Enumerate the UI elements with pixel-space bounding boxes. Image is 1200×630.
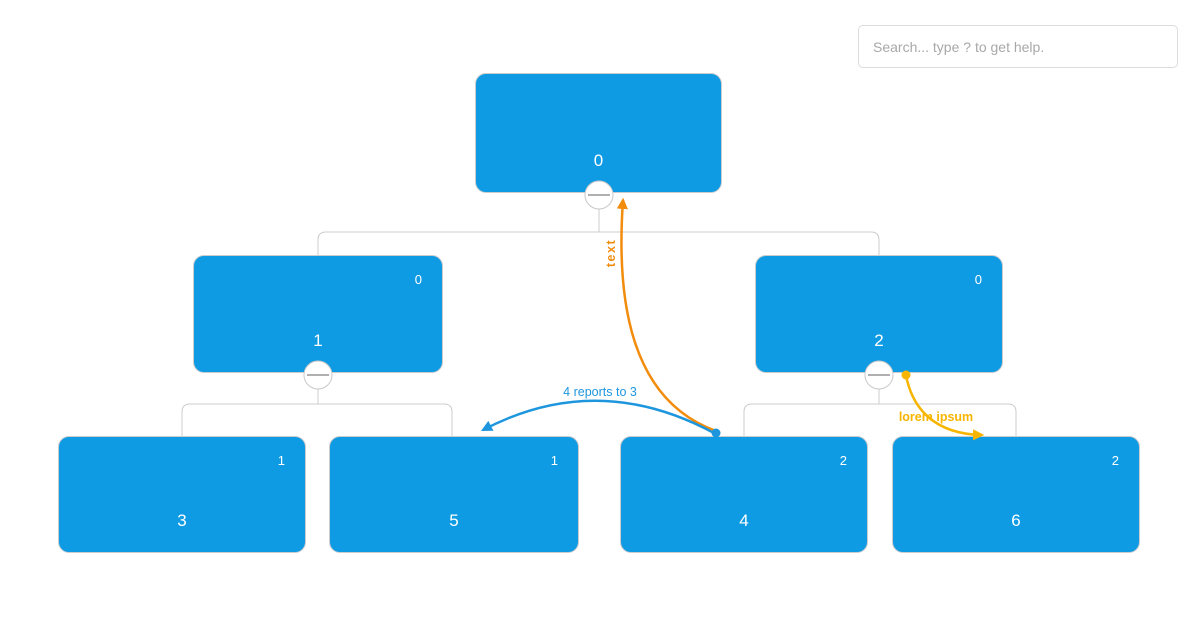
org-node-6[interactable]: 2 6	[892, 436, 1140, 553]
node-label: 5	[449, 511, 459, 530]
connection-arrow	[904, 374, 985, 441]
connection-label: 4 reports to 3	[563, 385, 637, 399]
connection-4-to-0[interactable]: text	[604, 197, 717, 433]
search-input[interactable]	[858, 25, 1178, 68]
connection-label: lorem ipsum	[899, 410, 973, 424]
node-badge: 2	[839, 453, 847, 468]
node-label: 3	[177, 511, 187, 530]
connection-4-to-3[interactable]: 4 reports to 3	[481, 385, 721, 438]
org-node-4[interactable]: 2 4	[620, 436, 868, 553]
org-node-1[interactable]: 0 1	[193, 255, 443, 373]
node-badge: 2	[1111, 453, 1119, 468]
connection-2-to-6[interactable]: lorem ipsum	[899, 370, 985, 441]
node-badge: 1	[550, 453, 558, 468]
org-node-5[interactable]: 1 5	[329, 436, 579, 553]
node-badge: 0	[974, 272, 982, 287]
org-node-0[interactable]: 0	[475, 73, 722, 193]
node-label: 6	[1011, 511, 1021, 530]
tree-link	[743, 403, 1017, 436]
connection-label: text	[604, 239, 618, 267]
org-node-2[interactable]: 0 2	[755, 255, 1003, 373]
tree-link	[317, 231, 880, 255]
node-label: 1	[313, 331, 323, 350]
tree-link	[181, 403, 453, 436]
node-label: 2	[874, 331, 884, 350]
connection-arrow	[481, 399, 715, 435]
org-node-3[interactable]: 1 3	[58, 436, 306, 553]
connection-arrow	[616, 197, 717, 433]
node-badge: 1	[277, 453, 285, 468]
node-label: 4	[739, 511, 749, 530]
node-label: 0	[593, 151, 604, 170]
node-badge: 0	[414, 272, 422, 287]
